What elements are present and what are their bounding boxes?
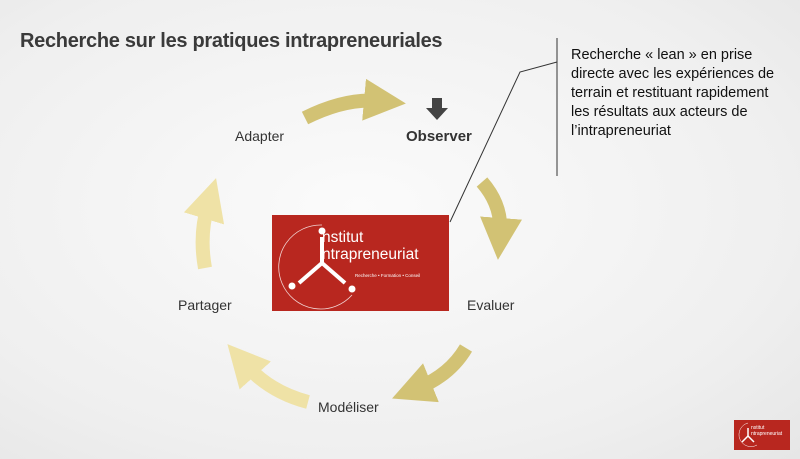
callout-line	[449, 61, 558, 223]
institut-intrapreneuriat-logo: nstitut ntrapreneuriat Recherche • Forma…	[272, 215, 449, 311]
label-observer: Observer	[406, 128, 472, 145]
label-evaluer: Evaluer	[467, 297, 515, 313]
logo-line2: ntrapreneuriat	[322, 246, 419, 263]
arrow-evaluer-to-modeliser	[392, 344, 473, 403]
arrow-adapter-to-observer	[301, 78, 406, 125]
callout-text: Recherche « lean » en prise directe avec…	[571, 47, 775, 139]
logo-mark-icon	[278, 224, 356, 310]
slide-title: Recherche sur les pratiques intrapreneur…	[20, 30, 443, 52]
logo-tagline: Recherche • Formation • Conseil	[355, 273, 421, 278]
label-adapter: Adapter	[235, 128, 285, 144]
arrow-partager-to-adapter	[183, 178, 225, 270]
footer-logo: nstitut ntrapreneuriat	[734, 420, 790, 450]
label-modeliser: Modéliser	[318, 399, 379, 415]
arrow-modeliser-to-partager	[227, 344, 310, 409]
footer-logo-line2: ntrapreneuriat	[751, 431, 783, 437]
logo-line1: nstitut	[322, 229, 364, 246]
down-arrow-icon	[426, 98, 448, 120]
arrow-observer-to-evaluer	[476, 177, 522, 260]
footer-logo-line1: nstitut	[751, 425, 765, 431]
footer-logo-mark-icon	[738, 422, 758, 447]
label-partager: Partager	[178, 297, 232, 313]
